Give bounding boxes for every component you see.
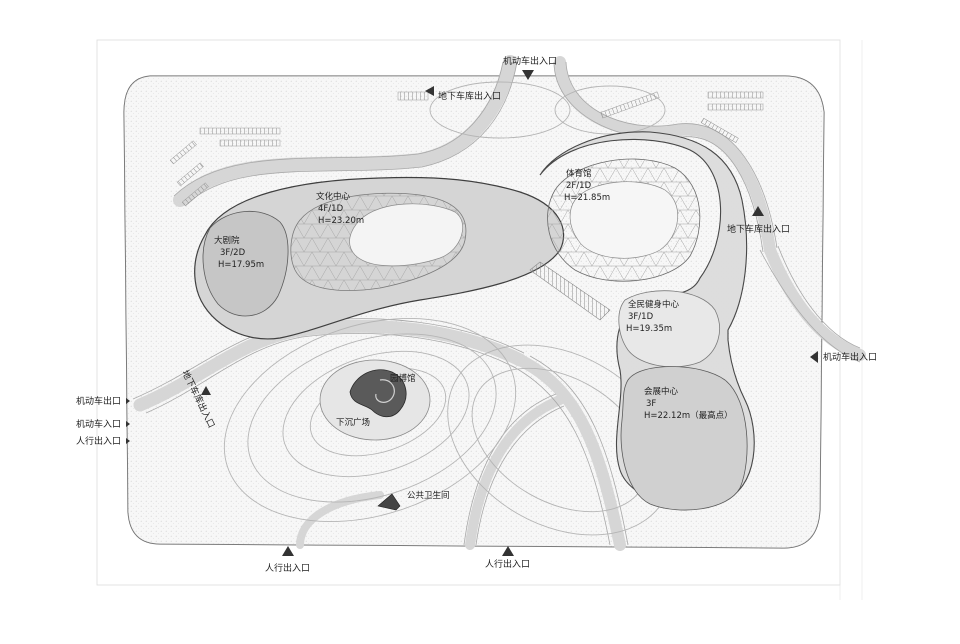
theater-name: 大剧院 [214,235,240,246]
road-edges [132,61,861,546]
triangle-marker-icon [282,546,294,556]
triangle-markers [126,70,818,556]
theater-height: H=17.95m [218,260,264,270]
museum-building [349,369,407,418]
left-pedestrian-entrance: 人行出入口 [76,435,121,447]
parking-rows [169,91,764,207]
theater-block [202,211,289,317]
gym-floors: 2F/1D [566,181,592,191]
culture-floors: 4F/1D [318,204,344,214]
theater-floors: 3F/2D [220,248,246,258]
left-vehicle-entry: 机动车入口 [76,418,121,430]
building-labels: 大剧院 3F/2D H=17.95m 文化中心 4F/1D H=23.20m 体… [214,168,733,501]
plaza-name: 下沉广场 [336,417,370,428]
fitness-floors: 3F/1D [628,312,654,322]
restroom-building [377,493,401,511]
fitness-name: 全民健身中心 [628,299,680,310]
restroom-name: 公共卫生间 [407,490,450,501]
culture-height: H=23.20m [318,216,364,226]
culture-court [349,203,464,267]
triangle-marker-icon [522,70,534,80]
triangle-marker-icon [810,351,818,363]
expo-name: 会展中心 [644,386,679,397]
bottom-pedestrian-entrance-1: 人行出入口 [265,562,310,574]
frame-guide-right [839,40,863,600]
gym-name: 体育馆 [566,168,592,179]
fitness-block [618,290,720,368]
right-vehicle-entrance: 机动车出入口 [823,351,877,363]
arrow-right-icon [126,421,130,427]
culture-name: 文化中心 [316,191,351,202]
museum-swirl [375,379,395,403]
expo-height: H=22.12m（最高点） [644,410,733,421]
gym-height: H=21.85m [564,193,610,203]
museum-name: 园博馆 [390,373,416,384]
expo-floors: 3F [646,399,656,409]
fitness-height: H=19.35m [626,324,672,334]
gym-court [569,181,678,259]
connector-bridge [529,261,611,321]
bottom-pedestrian-entrance-2: 人行出入口 [485,558,530,570]
expo-block [620,366,748,511]
left-vehicle-exit: 机动车出口 [76,395,121,407]
triangle-marker-icon [752,206,764,216]
top-garage-entrance: 地下车库出入口 [438,90,501,102]
right-garage-entrance: 地下车库出入口 [727,223,790,235]
top-vehicle-entrance: 机动车出入口 [503,55,557,67]
triangle-marker-icon [502,546,514,556]
triangle-marker-icon [201,386,211,395]
triangle-marker-icon [425,86,434,96]
arrow-right-icon [126,438,130,444]
arrow-right-icon [126,398,130,404]
